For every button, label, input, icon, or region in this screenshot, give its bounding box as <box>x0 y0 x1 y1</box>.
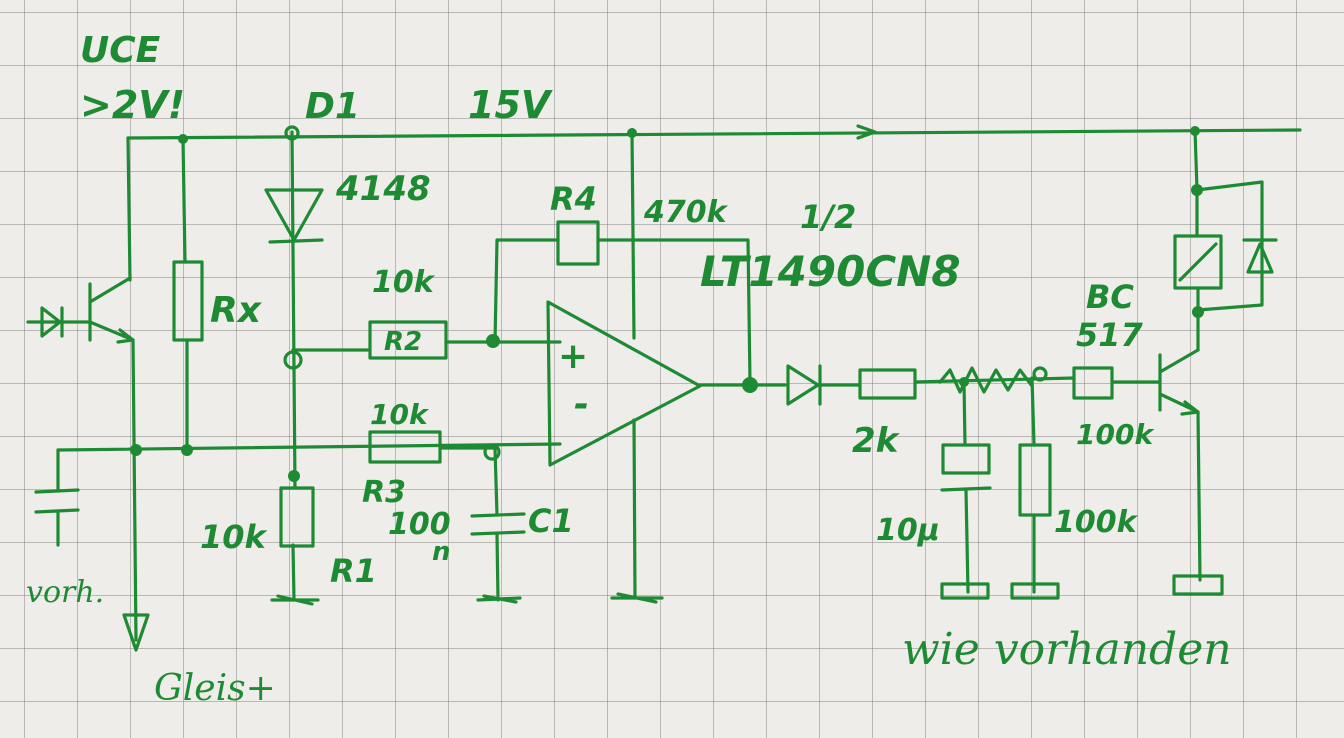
capacitor-10u <box>940 443 992 492</box>
label-gleis: Gleis+ <box>154 668 276 709</box>
label-half: 1/2 <box>800 198 856 236</box>
resistor-r3 <box>368 430 442 464</box>
label-vorh: vorh. <box>26 575 104 610</box>
label-r3-value: 10k <box>370 398 430 431</box>
ground-symbols <box>270 574 1224 606</box>
label-r4: R4 <box>550 180 597 218</box>
label-supply: 15V <box>468 83 553 127</box>
junction-dot <box>178 134 188 144</box>
labels: UCE >2V! D1 15V 4148 R4 470k 1/2 LT1490C… <box>26 30 1232 709</box>
ground-symbol <box>610 592 664 604</box>
label-r1-value: 10k <box>200 518 268 556</box>
junction-dot <box>1191 184 1203 196</box>
junction-dot <box>1192 306 1204 318</box>
op-amp <box>546 300 702 467</box>
wire-10u <box>962 380 970 594</box>
wire-100k-pulldown <box>1030 376 1036 594</box>
resistor-2k <box>858 368 917 400</box>
wire-output <box>698 376 1162 387</box>
wire-emitter <box>131 338 138 642</box>
junction-dot <box>284 125 300 141</box>
resistor-100k-base <box>1072 366 1114 400</box>
wire-collector <box>126 136 132 282</box>
label-diode-type: 4148 <box>335 169 431 209</box>
label-c1: C1 <box>528 502 574 540</box>
label-d1: D1 <box>305 86 360 127</box>
supply-rail-15v <box>126 128 1302 140</box>
label-minus: - <box>574 384 589 425</box>
relay <box>1173 234 1278 290</box>
junction-dots <box>130 125 1204 482</box>
resistor-scribbled <box>938 366 1034 394</box>
junction-dot <box>483 443 501 461</box>
ground-symbol <box>476 594 522 604</box>
resistor-r4 <box>556 220 600 266</box>
capacitor-vorh <box>34 448 80 547</box>
supply-rail-arrow <box>856 124 877 140</box>
label-uce-note: >2V! <box>80 83 185 127</box>
label-bc-type: 517 <box>1076 316 1144 354</box>
gleis-arrow <box>122 613 150 652</box>
label-rx: Rx <box>210 290 263 331</box>
ground-symbol <box>1172 574 1224 596</box>
ground-symbol <box>270 594 320 606</box>
label-100k-pulldown: 100k <box>1054 505 1139 540</box>
ground-symbol <box>1010 582 1060 600</box>
junction-dot <box>130 444 142 456</box>
label-c1-value: 100 <box>388 507 451 542</box>
label-10u: 10μ <box>876 513 940 548</box>
junction-dot <box>486 334 500 348</box>
label-opamp-type: LT1490CN8 <box>700 247 961 296</box>
label-wie-vorhanden: wie vorhanden <box>902 624 1232 675</box>
wire-feedback <box>493 238 752 384</box>
junction-dot <box>1032 366 1048 382</box>
label-r4-value: 470k <box>643 195 729 230</box>
wire-c1 <box>493 446 500 602</box>
label-c1-unit: n <box>432 537 451 567</box>
resistor-r1 <box>279 486 315 548</box>
junction-dot <box>1190 126 1200 136</box>
junction-dot <box>742 377 758 393</box>
label-r1: R1 <box>330 552 377 590</box>
label-bc: BC <box>1086 278 1134 316</box>
wire-relay <box>1193 128 1264 582</box>
capacitor-c1 <box>470 512 526 536</box>
label-r2: R2 <box>384 327 422 357</box>
ground-symbol <box>940 582 990 600</box>
diode-output <box>786 364 822 406</box>
wire-rx <box>181 136 189 452</box>
resistor-r2 <box>368 320 448 360</box>
label-uce: UCE <box>80 30 161 71</box>
label-2k: 2k <box>852 421 901 461</box>
junction-dot <box>627 128 637 138</box>
junction-dot <box>181 444 193 456</box>
wire-opamp-supply <box>630 130 637 600</box>
wire-relay-coil <box>1195 188 1200 314</box>
wire-r2 <box>291 340 562 352</box>
label-100k-base: 100k <box>1076 418 1155 451</box>
resistor-100k-pulldown <box>1018 443 1052 517</box>
phototransistor <box>26 276 135 344</box>
diode-d1 <box>264 188 324 244</box>
resistor-rx <box>172 260 204 342</box>
transistor-bc517 <box>1158 348 1200 416</box>
label-r3: R3 <box>362 475 406 510</box>
label-r2-value: 10k <box>372 265 436 300</box>
junction-dot <box>283 350 303 370</box>
wire-d1 <box>290 130 297 602</box>
label-plus: + <box>558 336 588 377</box>
junction-dot <box>288 470 300 482</box>
